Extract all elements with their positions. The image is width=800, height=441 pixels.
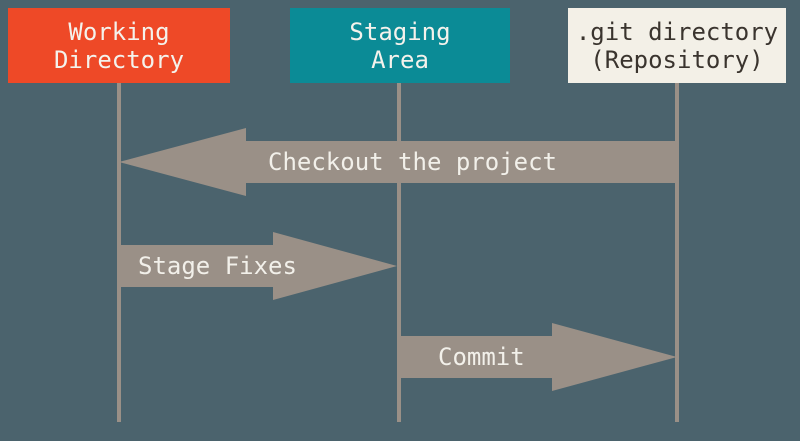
staging-area-label-line2: Area bbox=[371, 45, 429, 74]
stage-fixes-arrow-label: Stage Fixes bbox=[138, 252, 297, 280]
git-directory-label-line2: (Repository) bbox=[590, 45, 764, 74]
checkout-arrow-label: Checkout the project bbox=[268, 148, 557, 176]
checkout-arrow: Checkout the project bbox=[119, 128, 677, 196]
git-directory-lifeline bbox=[675, 83, 679, 422]
git-directory-label-line1: .git directory bbox=[575, 17, 779, 46]
working-directory-label-line2: Directory bbox=[53, 45, 185, 74]
commit-arrow: Commit bbox=[398, 323, 677, 391]
left-arrow-shape bbox=[119, 128, 677, 196]
git-directory-box: .git directory (Repository) bbox=[568, 8, 786, 83]
staging-area-lifeline bbox=[397, 83, 401, 422]
staging-area-label-line1: Staging bbox=[349, 17, 451, 46]
working-directory-box: Working Directory bbox=[8, 8, 230, 83]
right-arrow-shape bbox=[119, 232, 397, 300]
commit-arrow-label: Commit bbox=[438, 343, 525, 371]
staging-area-box: Staging Area bbox=[290, 8, 510, 83]
right-arrow-shape bbox=[398, 323, 677, 391]
stage-fixes-arrow: Stage Fixes bbox=[119, 232, 397, 300]
working-directory-label-line1: Working bbox=[68, 17, 170, 46]
